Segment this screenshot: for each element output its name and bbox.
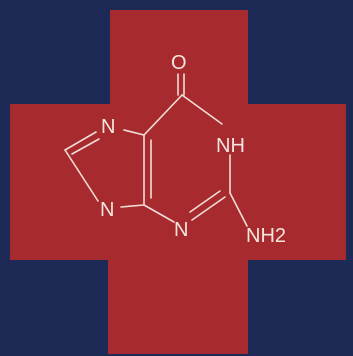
bond-c2-nh2: [229, 192, 248, 227]
bond-c2-n3: [191, 196, 226, 221]
bond-c5-n7: [123, 129, 145, 136]
bond-c8-n9: [64, 149, 99, 202]
atom-label-n3: N: [174, 219, 188, 241]
bond-c5-c6: [143, 94, 183, 136]
atom-label-oxygen: O: [171, 52, 187, 74]
atom-label-n9: N: [100, 199, 114, 221]
red-cross-shape: [10, 10, 346, 354]
bond-n3-c4: [143, 204, 175, 223]
bond-c2-n3-second: [189, 190, 221, 213]
atom-label-n7: N: [101, 116, 115, 138]
molecule-labels: O NH N N N NH2: [100, 52, 286, 247]
atom-label-nh: NH: [216, 135, 245, 157]
atom-label-nh2: NH2: [246, 225, 286, 247]
bond-c6-n1: [181, 94, 223, 125]
bond-n9-c4: [120, 204, 145, 208]
molecule-bonds: [64, 73, 248, 227]
bond-n7-c8-second: [71, 138, 100, 155]
bond-n7-c8: [64, 131, 97, 151]
